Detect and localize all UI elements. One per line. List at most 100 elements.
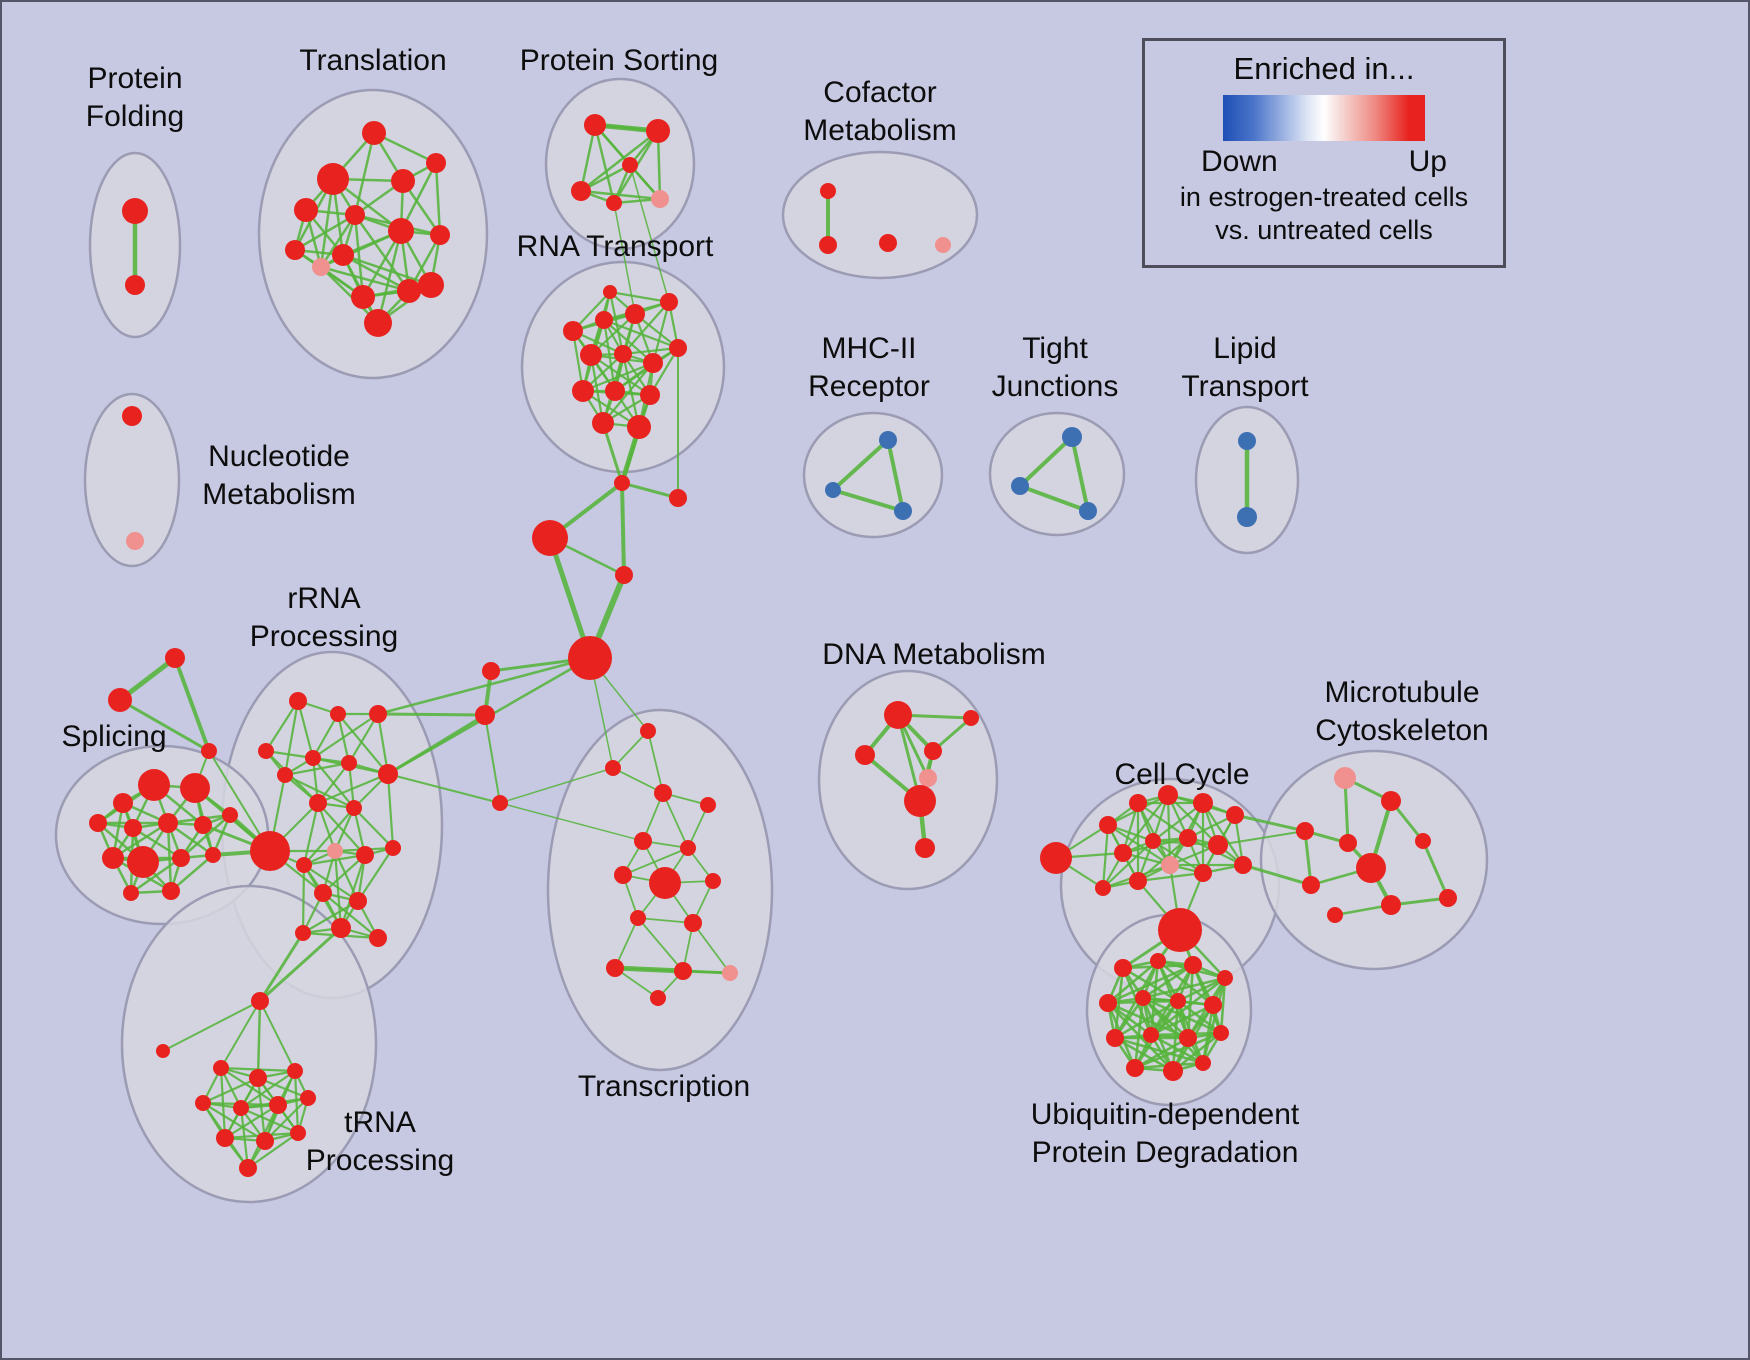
gene-set-node-mt9	[1381, 895, 1401, 915]
network-edge	[219, 1066, 280, 1107]
network-edge	[434, 161, 442, 237]
gene-set-node-cc13	[1194, 864, 1212, 882]
network-edge	[387, 773, 501, 804]
network-edge	[283, 773, 356, 810]
gene-set-node-rt8	[643, 353, 663, 373]
network-edge	[246, 1131, 300, 1170]
gene-set-node-rr17	[349, 892, 367, 910]
legend-gradient-bar	[1223, 95, 1425, 141]
gene-set-node-dn7	[915, 838, 935, 858]
network-edge	[302, 863, 360, 903]
network-edge	[831, 438, 890, 492]
network-edge	[173, 656, 211, 753]
gene-set-node-ub8	[1204, 996, 1222, 1014]
network-edge	[612, 730, 649, 769]
network-edge	[662, 792, 689, 849]
gene-set-node-mt8	[1439, 889, 1457, 907]
network-edge	[118, 698, 211, 753]
network-edge	[1018, 435, 1074, 488]
gene-set-node-rt4	[660, 293, 678, 311]
network-edge	[264, 699, 300, 753]
gene-set-node-mt10	[1327, 907, 1343, 923]
network-edge	[179, 813, 232, 860]
gene-set-node-tn12	[239, 1159, 257, 1177]
network-edge	[302, 853, 367, 867]
gene-set-node-ub11	[1179, 1029, 1197, 1047]
network-edge	[302, 801, 320, 867]
network-edge	[129, 856, 183, 895]
gene-set-node-cm3	[879, 234, 897, 252]
network-edge	[589, 353, 605, 425]
gene-set-node-cc8	[1145, 833, 1161, 849]
network-edge	[579, 129, 660, 193]
gene-set-node-tr8	[614, 866, 632, 884]
network-edge	[347, 712, 380, 765]
gene-set-node-rr1	[289, 692, 307, 710]
network-edge	[1018, 484, 1090, 513]
network-edge	[1106, 963, 1195, 1005]
gene-set-node-tr7	[649, 867, 681, 899]
network-edge	[612, 767, 664, 794]
gene-set-node-ub5	[1099, 994, 1117, 1012]
gene-set-node-sp9	[102, 847, 124, 869]
gene-set-node-rr12	[327, 843, 343, 859]
gene-set-node-t9	[285, 240, 305, 260]
gene-set-node-c8	[492, 795, 508, 811]
gene-set-node-sp13	[162, 882, 180, 900]
gene-set-node-tj2	[1011, 477, 1029, 495]
network-edge	[283, 699, 300, 777]
gene-set-node-rt5	[669, 339, 687, 357]
network-edge	[283, 761, 351, 777]
gene-set-node-rt13	[627, 415, 651, 439]
gene-set-node-tn7	[269, 1096, 287, 1114]
network-edge	[376, 712, 390, 776]
gene-set-node-tn3	[249, 1069, 267, 1087]
gene-set-node-tn8	[300, 1090, 316, 1106]
network-edge	[339, 853, 367, 930]
network-edge	[353, 213, 365, 299]
network-edge	[608, 290, 671, 304]
gene-set-node-sp11	[172, 849, 190, 867]
gene-set-node-ps4	[606, 195, 622, 211]
network-edge	[1133, 1031, 1223, 1070]
gene-set-node-ub12	[1213, 1025, 1229, 1041]
network-edge	[376, 712, 487, 717]
gene-set-node-c3	[532, 520, 568, 556]
gene-set-node-mt4	[1339, 834, 1357, 852]
network-edge	[1121, 793, 1170, 855]
gene-set-node-rr20	[369, 929, 387, 947]
gene-set-node-t4	[426, 153, 446, 173]
gene-set-node-cc14	[1234, 856, 1252, 874]
network-edge	[484, 714, 501, 804]
gene-set-node-dn1	[884, 701, 912, 729]
network-edge	[162, 1000, 261, 1052]
gene-set-node-rr9	[309, 794, 327, 812]
gene-set-node-tr11	[684, 914, 702, 932]
gene-set-node-cm4	[935, 237, 951, 253]
network-edge	[1241, 863, 1313, 887]
network-edge	[293, 1069, 300, 1135]
network-edge	[579, 123, 597, 193]
network-edge	[620, 393, 652, 485]
network-edge	[376, 656, 592, 716]
gene-set-node-ps2	[646, 119, 670, 143]
gene-set-node-mt3	[1296, 822, 1314, 840]
network-edge	[651, 300, 671, 365]
gene-set-node-c6	[482, 662, 500, 680]
gene-set-node-lt1	[1238, 432, 1256, 450]
gene-set-node-cc12	[1129, 872, 1147, 890]
gene-set-node-t2	[317, 163, 349, 195]
gene-set-node-sp6	[158, 813, 178, 833]
gene-set-node-cc7	[1114, 844, 1132, 862]
network-edge	[302, 806, 356, 867]
network-edge	[647, 730, 664, 794]
gene-set-node-tj1	[1062, 427, 1082, 447]
gene-set-node-ub10	[1143, 1027, 1159, 1043]
gene-set-node-mh3	[894, 502, 912, 520]
network-edge	[319, 213, 357, 269]
gene-set-node-rr14	[356, 846, 374, 864]
network-edge	[239, 1106, 250, 1170]
gene-set-node-rt11	[640, 385, 660, 405]
gene-set-node-lt2	[1237, 507, 1257, 527]
